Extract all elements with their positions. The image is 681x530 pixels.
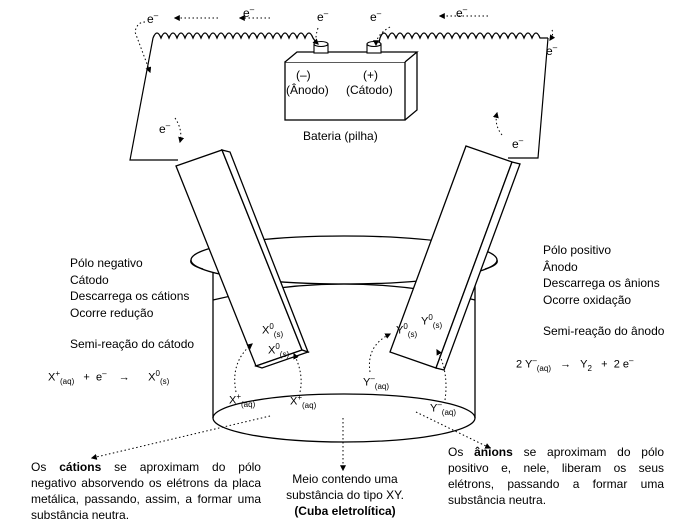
anode-info-line: Ânodo: [543, 259, 578, 274]
medium-explanation: Meio contendo uma substância do tipo XY.…: [286, 472, 404, 518]
cell-rim-lip: [190, 259, 498, 270]
wire-left: [129, 37, 178, 161]
coil-wire-left: [152, 32, 321, 49]
wire-right: [508, 37, 549, 159]
anion-arrow-b: [436, 348, 447, 401]
species-y-minus: Y–(aq): [363, 374, 390, 391]
electron-arrow-9: [492, 111, 503, 136]
battery: [284, 40, 419, 121]
anions-explanation: Os ânions se aproximam do pólo positivo …: [448, 445, 664, 507]
species-x-plus: X+(aq): [229, 392, 256, 409]
electron-arrow-8: [174, 117, 185, 144]
anode-half-reaction-title: Semi-reação do ânodo: [543, 324, 665, 338]
cations-explanation: Os cátions se aproximam do pólo negativo…: [31, 460, 261, 522]
electron-label: e–: [147, 11, 159, 26]
cathode-info-line: Descarrega os cátions: [70, 289, 190, 303]
callout-anions: [415, 411, 492, 449]
electron-label: e–: [546, 43, 558, 58]
battery-negative-name: (Ânodo): [286, 83, 329, 97]
anode-equation: 2 Y–(aq) → Y2 + 2 e–: [516, 356, 634, 373]
cathode-info: Pólo negativo Cátodo Descarrega os cátio…: [70, 255, 189, 321]
electron-label: e–: [159, 121, 171, 136]
species-y0: Y0(s): [396, 322, 418, 339]
species-y0: Y0(s): [421, 313, 443, 330]
battery-terminal-positive: [366, 40, 382, 54]
electron-label: e–: [456, 5, 468, 20]
cell-bottom: [212, 393, 476, 443]
callout-cations: [90, 415, 271, 460]
cathode-half-reaction-title: Semi-reação do cátodo: [70, 337, 195, 351]
species-x0: X0(s): [262, 322, 284, 339]
anion-arrow-a: [368, 333, 392, 373]
battery-positive-name: (Cátodo): [346, 83, 393, 97]
electron-label: e–: [243, 5, 255, 20]
anode-electrode: [389, 145, 521, 371]
electron-flow-arrows: [134, 13, 556, 144]
electron-arrow-7: [549, 29, 556, 41]
species-y-minus: Y–(aq): [430, 400, 457, 417]
anode-info-line: Ocorre oxidação: [543, 292, 632, 307]
species-x-plus: X+(aq): [290, 393, 317, 410]
cathode-equation: X+(aq) + e– → X0(s): [48, 369, 170, 386]
cathode-info-line: Cátodo: [70, 272, 109, 287]
cathode-info-line: Pólo negativo: [70, 256, 143, 270]
anode-info-line: Descarrega os ânions: [543, 276, 660, 290]
electron-arrow-6: [134, 21, 152, 74]
anode-info: Pólo positivo Ânodo Descarrega os ânions…: [543, 242, 660, 308]
cathode-info-line: Ocorre redução: [70, 305, 154, 320]
cation-arrow-a: [234, 343, 253, 393]
battery-terminal-negative: [313, 40, 329, 54]
electron-label: e–: [370, 9, 382, 24]
callout-lines: [90, 411, 492, 472]
battery-positive-sign: (+): [363, 68, 378, 82]
cathode-electrode: [175, 149, 311, 369]
species-x0: X0(s): [268, 342, 290, 359]
electron-label: e–: [512, 136, 524, 151]
electron-label: e–: [317, 9, 329, 24]
cation-arrow-b: [293, 352, 302, 393]
battery-negative-sign: (–): [296, 68, 311, 82]
coil-wire-right: [377, 32, 548, 49]
ion-migration-arrows: [234, 333, 447, 401]
anode-info-line: Pólo positivo: [543, 243, 612, 257]
battery-caption: Bateria (pilha): [303, 129, 378, 143]
